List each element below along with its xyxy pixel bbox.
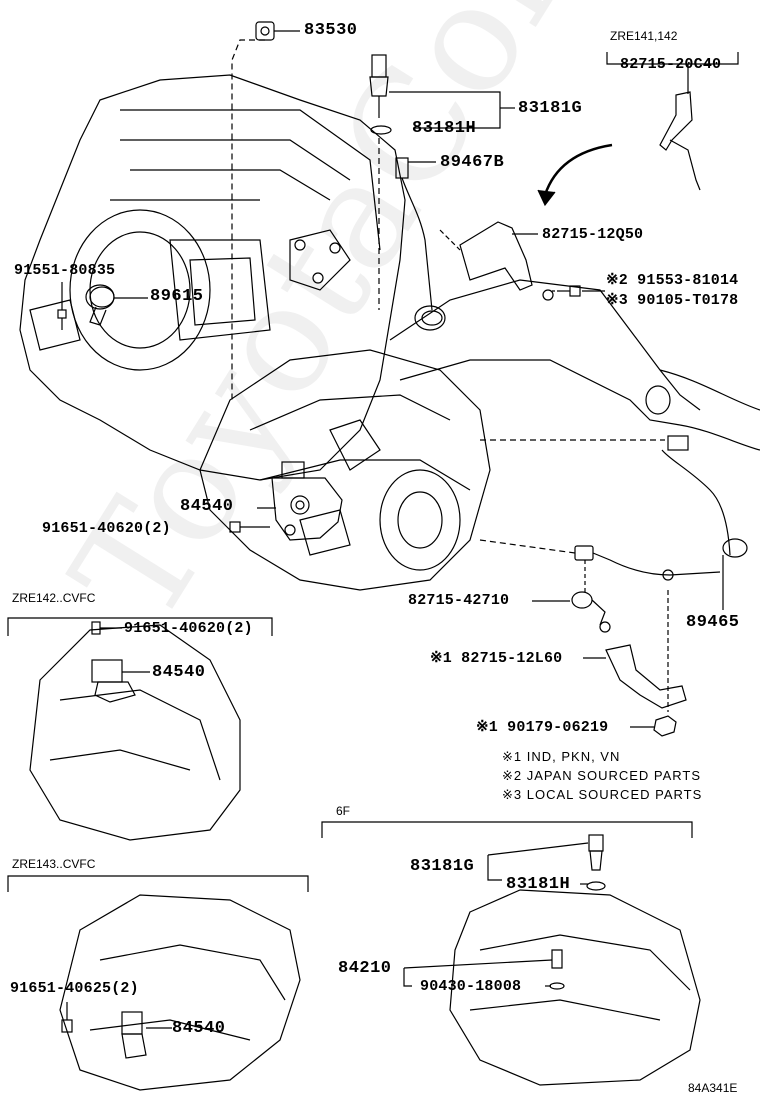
label-91553-81014: ※2 91553-81014 (606, 272, 739, 289)
label-91651-40625: 91651-40625(2) (10, 980, 139, 997)
label-83181g: 83181G (518, 99, 583, 118)
label-90430-18008: 90430-18008 (420, 978, 522, 995)
label-84210: 84210 (338, 959, 392, 978)
part-84540-main-illustration (271, 461, 343, 541)
note-2: ※2 JAPAN SOURCED PARTS (502, 768, 702, 783)
engine-block-illustration (19, 74, 406, 481)
nut-90179-illustration (653, 715, 677, 737)
label-89615: 89615 (150, 287, 204, 306)
label-82715-12l60: ※1 82715-12L60 (430, 650, 563, 667)
zre143-transmission-illustration (59, 894, 301, 1091)
note-3: ※3 LOCAL SOURCED PARTS (502, 787, 703, 802)
label-89467b: 89467B (440, 153, 505, 172)
part-82715-42710-illustration (571, 591, 611, 633)
part-89467b-illustration (395, 157, 443, 326)
section-zre141-142: ZRE141,142 (610, 29, 678, 43)
label-91551-80835: 91551-80835 (14, 262, 116, 279)
label-84540-zre143: 84540 (172, 1019, 226, 1038)
label-83181h-6f: 83181H (506, 875, 571, 894)
bolt-91553-illustration (560, 285, 581, 297)
label-82715-42710: 82715-42710 (408, 592, 510, 609)
label-84540-main: 84540 (180, 497, 234, 516)
part-82715-12l60-illustration (605, 644, 687, 709)
part-89615-illustration (89, 286, 115, 326)
section-zre143-cvfc: ZRE143..CVFC (12, 857, 96, 871)
label-89465: 89465 (686, 613, 740, 632)
part-89465-illustration (574, 435, 748, 581)
part-83530-illustration (255, 21, 300, 41)
label-83530: 83530 (304, 21, 358, 40)
part-82715-20c40-illustration (659, 91, 701, 191)
note-1: ※1 IND, PKN, VN (502, 749, 621, 764)
label-82715-20c40: 82715-20C40 (620, 56, 722, 73)
bolt-91651-main-illustration (229, 521, 270, 533)
label-90179-06219: ※1 90179-06219 (476, 719, 609, 736)
exhaust-pipe-illustration (389, 279, 760, 451)
six-f-transmission-illustration (449, 834, 701, 1086)
transmission-illustration (199, 349, 491, 591)
label-84540-zre142: 84540 (152, 663, 206, 682)
bolt-91551-illustration (57, 309, 67, 330)
label-83181g-6f: 83181G (410, 857, 475, 876)
diagram-code: 84A341E (688, 1081, 738, 1095)
section-6f: 6F (336, 804, 351, 818)
label-91651-40620-zre142: 91651-40620(2) (124, 620, 253, 637)
part-82715-12q50-illustration (459, 221, 554, 301)
label-90105-t0178: ※3 90105-T0178 (606, 292, 739, 309)
part-83181g-illustration (369, 54, 392, 135)
section-zre142-cvfc: ZRE142..CVFC (12, 591, 96, 605)
label-91651-40620-main: 91651-40620(2) (42, 520, 171, 537)
label-82715-12q50: 82715-12Q50 (542, 226, 644, 243)
zre142-transmission-illustration (29, 621, 241, 841)
label-83181h: 83181H (412, 119, 477, 138)
